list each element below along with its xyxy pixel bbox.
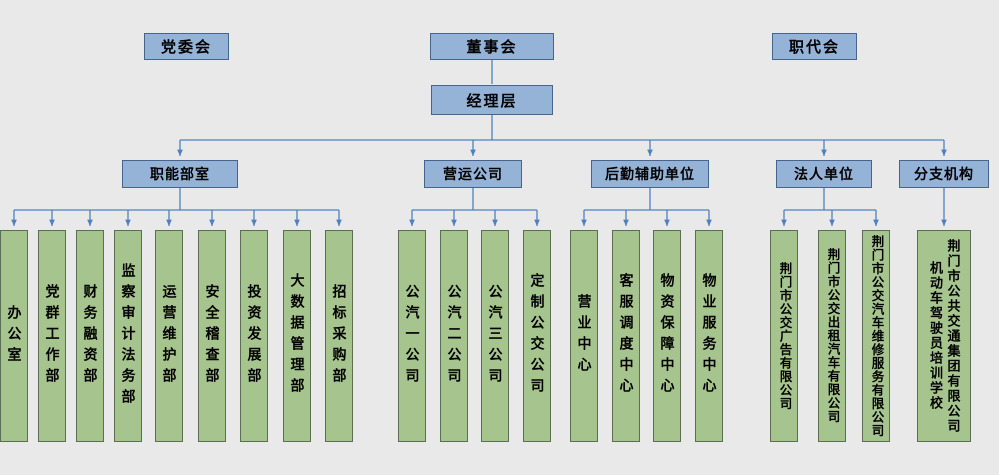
board-of-directors-box: 董事会 xyxy=(430,33,554,60)
org-unit-label: 物资保障中心 xyxy=(659,273,676,399)
org-unit-box: 监察审计法务部 xyxy=(114,230,142,442)
party-committee-box: 党委会 xyxy=(144,33,229,60)
org-unit-label: 大数据管理部 xyxy=(289,273,306,399)
org-unit-label: 客服调度中心 xyxy=(618,273,635,399)
org-unit-box: 投资发展部 xyxy=(240,230,268,442)
org-unit-box: 定制公交公司 xyxy=(523,230,551,442)
org-unit-box: 荆门市公交广告有限公司 xyxy=(770,230,798,442)
org-unit-box: 公汽三公司 xyxy=(481,230,509,442)
org-unit-box: 招标采购部 xyxy=(325,230,353,442)
org-unit-label: 定制公交公司 xyxy=(529,273,546,399)
org-unit-box: 党群工作部 xyxy=(38,230,66,442)
org-unit-label: 安全稽查部 xyxy=(204,283,221,389)
org-unit-label: 运营维护部 xyxy=(161,283,178,389)
org-unit-box: 公汽二公司 xyxy=(440,230,468,442)
org-unit-box: 物业服务中心 xyxy=(695,230,723,442)
org-unit-box: 荆门市公交汽车维修服务有限公司 xyxy=(862,230,890,442)
org-unit-box: 客服调度中心 xyxy=(612,230,640,442)
org-unit-label: 财务融资部 xyxy=(82,283,99,389)
category-box-operating-companies: 营运公司 xyxy=(424,160,522,188)
org-unit-label: 投资发展部 xyxy=(246,283,263,389)
org-unit-label: 招标采购部 xyxy=(331,283,348,389)
org-unit-box: 物资保障中心 xyxy=(653,230,681,442)
category-box-legal-entities: 法人单位 xyxy=(776,160,872,188)
org-unit-box: 荆门市公交出租汽车有限公司 xyxy=(818,230,846,442)
org-unit-box: 运营维护部 xyxy=(155,230,183,442)
org-unit-label: 公汽二公司 xyxy=(446,283,463,389)
category-box-branches: 分支机构 xyxy=(899,160,989,188)
category-box-functional-departments: 职能部室 xyxy=(122,160,238,188)
org-unit-label: 营业中心 xyxy=(576,294,593,378)
org-unit-box: 荆门市公共交通集团有限公司 机动车驾驶员培训学校 xyxy=(917,230,971,442)
org-unit-label: 党群工作部 xyxy=(44,283,61,389)
org-unit-label: 办公室 xyxy=(6,304,23,368)
org-unit-label: 物业服务中心 xyxy=(701,273,718,399)
org-unit-box: 大数据管理部 xyxy=(283,230,311,442)
org-unit-box: 公汽一公司 xyxy=(398,230,426,442)
org-unit-label: 荆门市公交出租汽车有限公司 xyxy=(825,248,840,424)
org-unit-box: 营业中心 xyxy=(570,230,598,442)
org-unit-label: 监察审计法务部 xyxy=(120,262,137,410)
org-unit-box: 财务融资部 xyxy=(76,230,104,442)
org-unit-label: 荆门市公共交通集团有限公司 机动车驾驶员培训学校 xyxy=(928,238,961,434)
category-box-logistics-support: 后勤辅助单位 xyxy=(591,160,709,188)
org-unit-label: 荆门市公交汽车维修服务有限公司 xyxy=(869,234,884,438)
org-unit-box: 安全稽查部 xyxy=(198,230,226,442)
org-unit-label: 荆门市公交广告有限公司 xyxy=(777,261,792,411)
management-box: 经理层 xyxy=(431,85,553,115)
org-unit-box: 办公室 xyxy=(0,230,28,442)
org-unit-label: 公汽一公司 xyxy=(404,283,421,389)
workers-congress-box: 职代会 xyxy=(772,33,857,60)
org-unit-label: 公汽三公司 xyxy=(487,283,504,389)
